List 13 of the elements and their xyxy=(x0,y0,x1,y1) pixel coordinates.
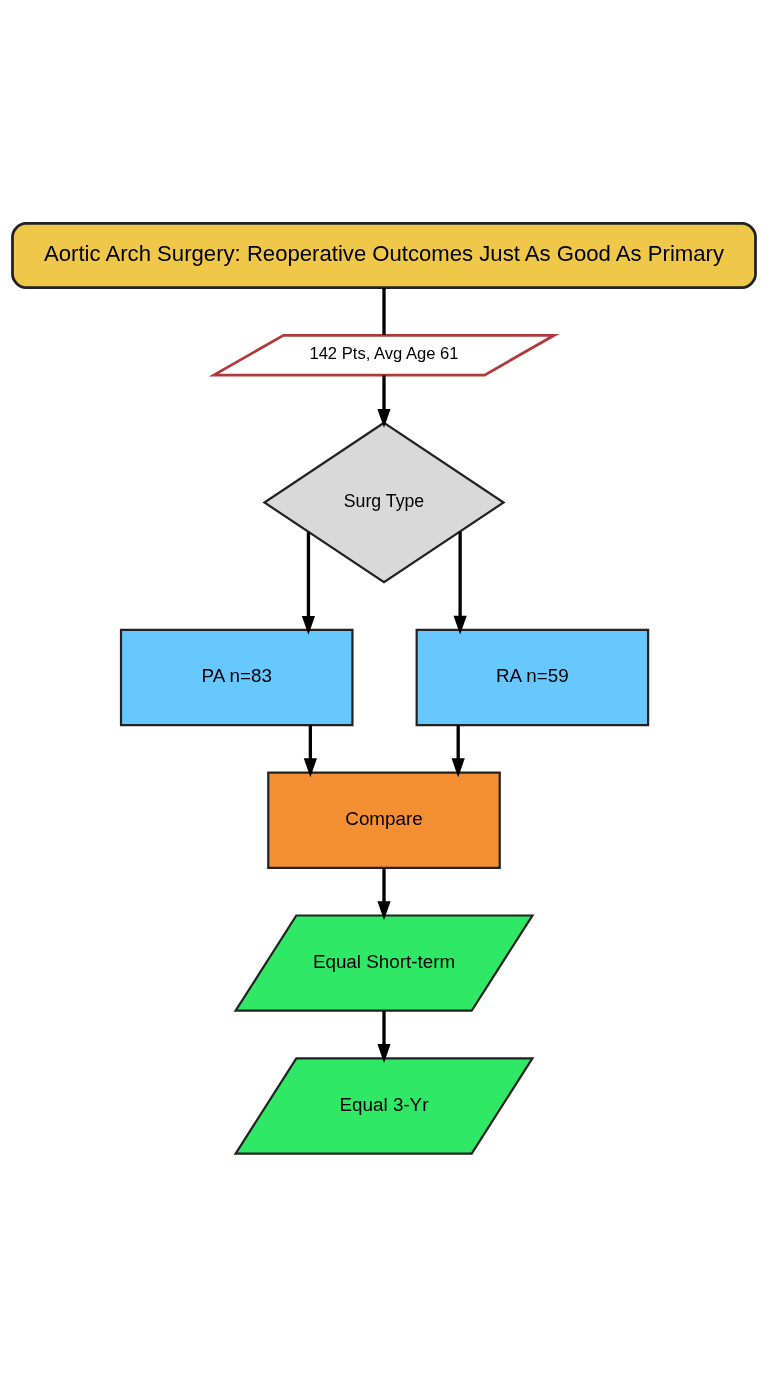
arrow xyxy=(301,531,316,635)
node-box: RA n=59 xyxy=(415,628,650,726)
node-box: Aortic Arch Surgery: Reoperative Outcomes Just As Good As Primary xyxy=(11,221,757,289)
arrow xyxy=(377,374,391,428)
arrow xyxy=(377,1010,391,1063)
node-box: PA n=83 xyxy=(119,628,354,726)
node-box: Compare xyxy=(267,771,501,869)
arrow xyxy=(377,867,391,920)
arrow xyxy=(451,724,465,777)
arrow xyxy=(453,531,467,635)
node-diamond: Surg Type xyxy=(262,420,506,584)
connector xyxy=(382,287,386,335)
arrow xyxy=(303,724,317,777)
